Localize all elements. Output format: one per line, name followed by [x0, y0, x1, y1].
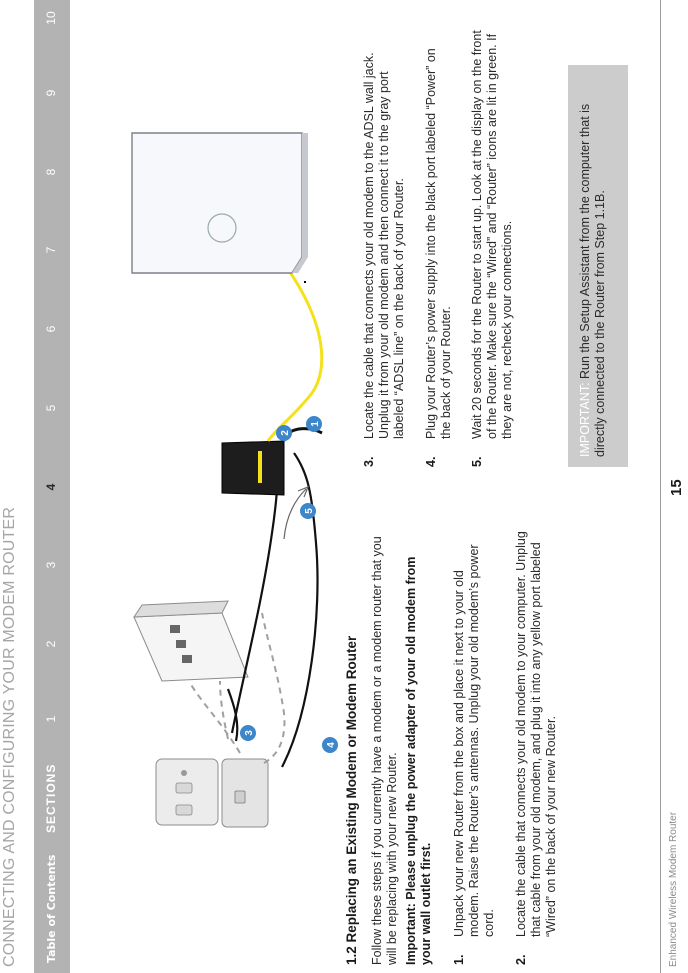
- section-link-9[interactable]: 9: [44, 89, 58, 97]
- callout-badges: 1 2 3 4 5: [240, 416, 338, 753]
- adsl-wall-jack: [221, 758, 269, 828]
- callout-3-label: 3: [244, 730, 255, 736]
- section-link-7[interactable]: 7: [44, 246, 58, 254]
- new-router: [221, 427, 323, 496]
- old-modem-device: [131, 132, 308, 283]
- section-link-10[interactable]: 10: [44, 11, 58, 25]
- section-nav-bar: Table of Contents SECTIONS 1 2 3 4 5 6 7…: [34, 0, 70, 973]
- step-5-text: Wait 20 seconds for the Router to start …: [470, 30, 514, 439]
- step-1-number: 1.: [452, 954, 466, 965]
- callout-1-label: 1: [310, 421, 321, 427]
- wall-outlet-plate: [155, 758, 219, 826]
- page-header-title: CONNECTING AND CONFIGURING YOUR MODEM RO…: [1, 506, 18, 967]
- intro-paragraph: Follow these steps if you currently have…: [370, 536, 399, 965]
- section-link-1[interactable]: 1: [44, 715, 58, 723]
- callout-4: [322, 737, 338, 753]
- section-heading: 1.2 Replacing an Existing Modem or Modem…: [344, 635, 359, 965]
- old-modem: [133, 600, 249, 682]
- sections-label: SECTIONS: [44, 763, 58, 833]
- callout-4-label: 4: [326, 742, 337, 748]
- callout-2: [276, 425, 292, 441]
- important-callout-box: IMPORTANT: Run the Setup Assistant from …: [568, 65, 628, 467]
- footer-product-name: Enhanced Wireless Modem Router: [668, 811, 679, 967]
- section-link-5[interactable]: 5: [44, 404, 58, 412]
- section-link-8[interactable]: 8: [44, 168, 58, 176]
- important-label: IMPORTANT:: [578, 382, 592, 457]
- section-link-6[interactable]: 6: [44, 325, 58, 333]
- callout-5: [300, 503, 316, 519]
- footer-divider: [660, 0, 661, 973]
- step-2-text: Locate the cable that connects your old …: [514, 531, 558, 937]
- section-link-3[interactable]: 3: [44, 561, 58, 569]
- step-3-number: 3.: [362, 456, 376, 467]
- step-5-number: 5.: [470, 456, 484, 467]
- step-4-number: 4.: [424, 456, 438, 467]
- step-2-number: 2.: [514, 954, 528, 965]
- callout-5-label: 5: [304, 508, 315, 514]
- section-link-4[interactable]: 4: [44, 483, 58, 491]
- step-3-text: Locate the cable that connects your old …: [362, 52, 406, 439]
- page-number: 15: [668, 479, 685, 496]
- setup-illustration: 1 2 3 4 5: [131, 132, 338, 828]
- callout-2-label: 2: [280, 430, 291, 436]
- callout-1: [306, 416, 322, 432]
- important-callout-text: IMPORTANT: Run the Setup Assistant from …: [578, 77, 608, 457]
- table-of-contents-link[interactable]: Table of Contents: [45, 854, 58, 963]
- step-1-text: Unpack your new Router from the box and …: [452, 544, 496, 937]
- callout-3: [240, 725, 256, 741]
- section-link-2[interactable]: 2: [44, 640, 58, 648]
- step-4-text: Plug your Router’s power supply into the…: [424, 48, 453, 439]
- important-note: Important: Please unplug the power adapt…: [404, 556, 433, 965]
